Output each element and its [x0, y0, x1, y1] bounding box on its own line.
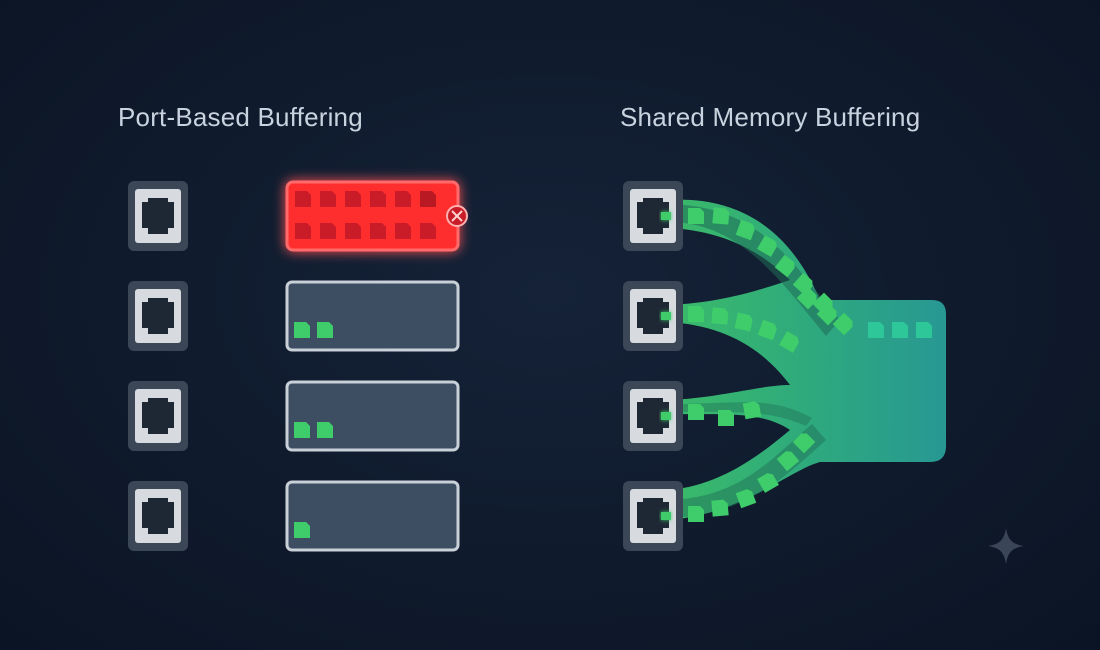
stream-packet-2: [796, 286, 817, 310]
port-led: [661, 512, 671, 520]
port-led: [661, 312, 671, 320]
ethernet-port-icon: [142, 398, 174, 434]
stream-packet-2: [816, 302, 837, 326]
ethernet-port-icon: [637, 198, 669, 234]
port-based-title: Port-Based Buffering: [118, 102, 363, 132]
stream-packet-4: [757, 473, 779, 493]
port-buffer-4: [285, 480, 460, 552]
stream-packet-1: [735, 219, 755, 241]
ethernet-port-icon: [142, 298, 174, 334]
queued-packet: [395, 223, 411, 239]
ethernet-port-icon: [142, 198, 174, 234]
ethernet-port-icon: [637, 498, 669, 534]
pool-packet: [892, 322, 908, 338]
ingress-port-1: [128, 181, 188, 251]
port-buffer-1: [285, 180, 468, 252]
stream-packet-2: [757, 319, 777, 341]
queued-packet: [370, 223, 386, 239]
shared-memory-title: Shared Memory Buffering: [620, 102, 921, 132]
pool-packet: [916, 322, 932, 338]
queued-packet: [294, 422, 310, 438]
stream-packet-2: [779, 331, 799, 353]
queued-packet: [345, 191, 361, 207]
queued-packet: [420, 223, 436, 239]
stream-packet-4: [735, 489, 757, 509]
stream-packet-1: [832, 312, 853, 336]
ingress-port-4: [128, 481, 188, 551]
stream-packet-3: [742, 401, 762, 420]
port-led: [661, 412, 671, 420]
stream-packet-3: [688, 404, 704, 420]
queued-packet: [294, 322, 310, 338]
port-buffer-3: [285, 380, 460, 452]
stream-packet-2: [688, 306, 704, 322]
overflow-x-icon: [446, 205, 468, 227]
shared-ingress-port-3: [623, 381, 683, 451]
stream-packet-1: [712, 207, 730, 225]
sparkle-icon: [988, 528, 1024, 564]
queued-packet: [317, 422, 333, 438]
stream-packet-4: [792, 433, 816, 454]
queued-packet: [320, 191, 336, 207]
stream-packet-4: [688, 506, 704, 522]
ingress-port-2: [128, 281, 188, 351]
queued-packet: [395, 191, 411, 207]
port-led: [661, 212, 671, 220]
port-based-section: [128, 180, 468, 552]
stream-packet-3: [718, 410, 734, 426]
port-buffer-2: [285, 280, 460, 352]
queued-packet: [320, 223, 336, 239]
shared-ingress-port-1: [623, 181, 683, 251]
queued-packet: [295, 223, 311, 239]
shared-memory-ports: [623, 181, 683, 551]
ethernet-port-icon: [142, 498, 174, 534]
shared-memory-packets: [688, 207, 932, 522]
stream-packet-1: [757, 235, 777, 257]
stream-packet-2: [734, 312, 753, 332]
pool-packet: [868, 322, 884, 338]
stream-packet-1: [774, 254, 795, 278]
stream-packet-4: [776, 451, 800, 472]
stream-packet-1: [688, 208, 704, 224]
queued-packet: [345, 223, 361, 239]
stream-packet-4: [711, 499, 729, 517]
ethernet-port-icon: [637, 298, 669, 334]
stream-lane-4: [668, 424, 826, 518]
shared-memory-pool: [668, 199, 946, 521]
ethernet-port-icon: [637, 398, 669, 434]
shared-memory-section: [668, 199, 946, 521]
queued-packet: [294, 522, 310, 538]
shared-ingress-port-2: [623, 281, 683, 351]
ingress-port-3: [128, 381, 188, 451]
queued-packet: [317, 322, 333, 338]
stream-packet-2: [711, 307, 729, 325]
queued-packet: [295, 191, 311, 207]
shared-ingress-port-4: [623, 481, 683, 551]
queued-packet: [420, 191, 436, 207]
queued-packet: [370, 191, 386, 207]
